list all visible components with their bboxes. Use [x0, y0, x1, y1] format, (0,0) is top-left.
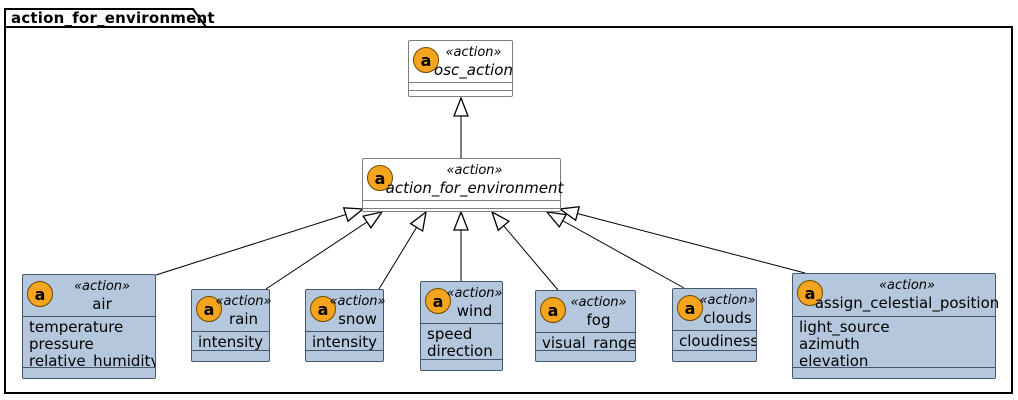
class-action_for_environment-title: a «action» action_for_environment: [363, 159, 563, 200]
class-clouds-title: a «action» clouds: [673, 289, 756, 330]
class-air-title: a «action» air: [23, 275, 155, 316]
methods-compartment-empty: [409, 90, 512, 96]
attribute: intensity: [312, 333, 378, 351]
generalization-air-to-action_for_environment: [155, 207, 365, 276]
class-assign_celestial_position[interactable]: a «action» assign_celestial_position lig…: [792, 273, 999, 379]
fields-compartment-empty: [363, 200, 560, 208]
class-fog[interactable]: a «action» fog visual_range: [535, 290, 636, 362]
methods-compartment-empty: [23, 367, 155, 378]
methods-compartment-empty: [673, 350, 756, 361]
class-wind-title: a «action» wind: [421, 282, 503, 323]
class-name: rain: [228, 310, 259, 328]
methods-compartment-empty: [793, 367, 995, 378]
class-snow-title: a «action» snow: [306, 290, 386, 331]
class-air-attributes: temperature pressure relative_humidity: [23, 316, 155, 367]
class-name: assign_celestial_position: [814, 294, 1000, 312]
fields-compartment-empty: [409, 82, 512, 90]
class-name: air: [92, 295, 112, 313]
methods-compartment-empty: [536, 350, 635, 361]
action-spot-icon: a: [27, 281, 53, 307]
generalization-fog-to-action_for_environment: [490, 210, 559, 291]
stereotype-label: «action»: [570, 295, 627, 310]
class-name: wind: [456, 302, 493, 320]
methods-compartment-empty: [363, 208, 560, 211]
attribute: light_source: [799, 318, 890, 336]
action-spot-icon: a: [540, 297, 566, 323]
stereotype-label: «action»: [878, 278, 936, 293]
action-spot-icon: a: [797, 280, 823, 306]
action-spot-icon: a: [677, 295, 703, 321]
stereotype-label: «action»: [73, 279, 131, 294]
class-rain-title: a «action» rain: [192, 290, 272, 331]
package-tab: [4, 8, 208, 28]
class-rain-attributes: intensity: [192, 331, 269, 350]
attribute: elevation: [799, 352, 869, 368]
generalization-snow-to-action_for_environment: [378, 210, 427, 290]
class-clouds[interactable]: a «action» clouds cloudiness: [672, 288, 757, 362]
class-fog-title: a «action» fog: [536, 291, 635, 332]
action-spot-icon: a: [413, 47, 439, 73]
generalization-rain-to-action_for_environment: [265, 211, 384, 290]
generalization-assign_celestial_position-to-action_for_environment: [558, 206, 806, 274]
package-title: action_for_environment: [11, 9, 215, 27]
stereotype-label: «action»: [446, 163, 503, 178]
class-snow[interactable]: a «action» snow intensity: [305, 289, 386, 362]
attribute: pressure: [29, 335, 94, 353]
class-osc_action-title: a «action» osc_action: [409, 41, 513, 82]
class-name: snow: [338, 310, 377, 328]
attribute: visual_range: [542, 334, 635, 351]
class-assign_celestial_position-title: a «action» assign_celestial_position: [793, 274, 999, 316]
class-rain[interactable]: a «action» rain intensity: [191, 289, 272, 362]
action-spot-icon: a: [425, 288, 451, 314]
stereotype-label: «action»: [329, 294, 386, 309]
class-snow-attributes: intensity: [306, 331, 383, 350]
class-name: clouds: [703, 309, 752, 327]
attribute: speed: [427, 325, 473, 343]
class-wind[interactable]: a «action» wind speed direction: [420, 281, 503, 371]
class-osc_action[interactable]: a «action» osc_action: [408, 40, 513, 97]
methods-compartment-empty: [192, 350, 269, 361]
attribute: cloudiness: [679, 332, 756, 350]
class-wind-attributes: speed direction: [421, 323, 502, 359]
action-spot-icon: a: [367, 165, 393, 191]
action-spot-icon: a: [196, 296, 222, 322]
class-action_for_environment[interactable]: a «action» action_for_environment: [362, 158, 563, 212]
class-name: osc_action: [434, 61, 513, 79]
stereotype-label: «action»: [699, 293, 756, 308]
class-assign_celestial_position-attributes: light_source azimuth elevation: [793, 316, 995, 367]
stereotype-label: «action»: [215, 294, 272, 309]
stereotype-label: «action»: [445, 45, 502, 60]
methods-compartment-empty: [306, 350, 383, 361]
action-spot-icon: a: [310, 296, 336, 322]
attribute: intensity: [198, 333, 264, 351]
generalization-clouds-to-action_for_environment: [545, 211, 685, 289]
attribute: temperature: [29, 318, 124, 336]
class-fog-attributes: visual_range: [536, 332, 635, 350]
class-name: fog: [586, 311, 611, 329]
attribute: relative_humidity: [29, 352, 155, 368]
class-clouds-attributes: cloudiness: [673, 330, 756, 350]
methods-compartment-empty: [421, 359, 502, 370]
class-name: action_for_environment: [385, 179, 564, 197]
attribute: direction: [427, 342, 493, 360]
class-air[interactable]: a «action» air temperature pressure rela…: [22, 274, 156, 379]
stereotype-label: «action»: [446, 286, 503, 301]
attribute: azimuth: [799, 335, 860, 353]
